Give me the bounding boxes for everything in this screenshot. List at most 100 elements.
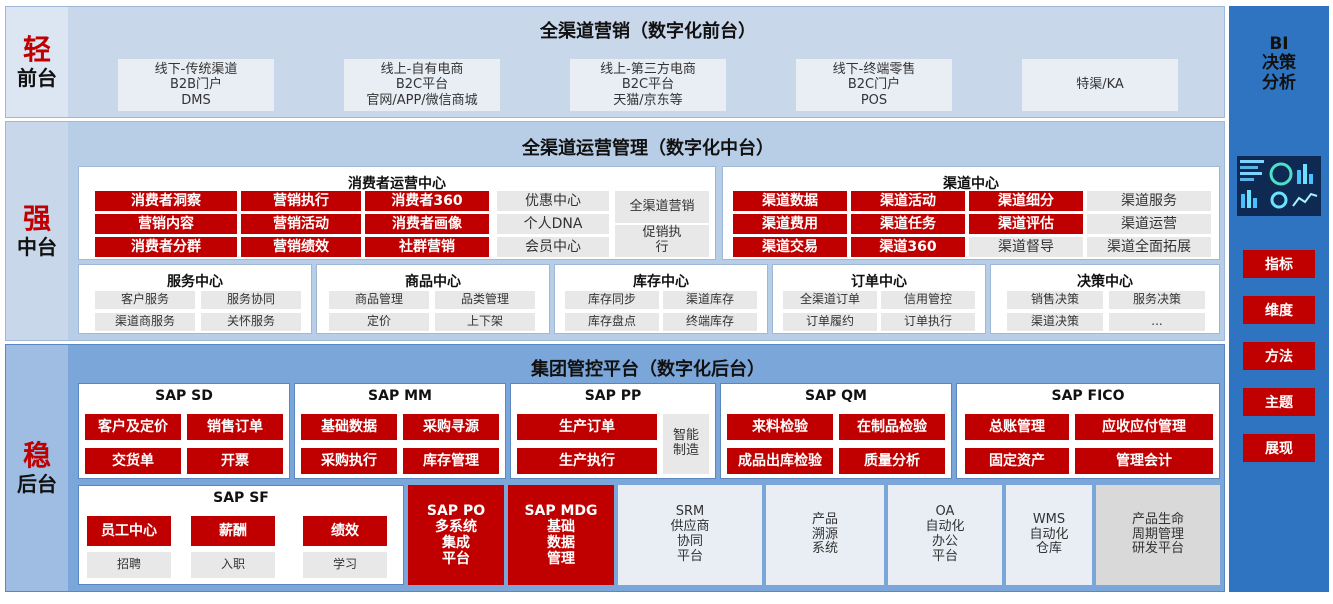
decision-center: 决策中心 销售决策 服务决策 渠道决策 ... xyxy=(990,264,1220,334)
sap-pp-smart-manufacturing: 智能制造 xyxy=(663,414,709,474)
sap-sd-item: 交货单 xyxy=(85,448,181,474)
sap-fico-title: SAP FICO xyxy=(1051,388,1125,404)
channel-center-title: 渠道中心 xyxy=(943,176,999,192)
sap-qm-item: 在制品检验 xyxy=(839,414,945,440)
front-title: 全渠道营销（数字化前台） xyxy=(540,21,756,42)
inventory-item: 终端库存 xyxy=(663,313,757,331)
sap-sf-gray-item: 入职 xyxy=(191,552,275,578)
consumer-red-item: 消费者360 xyxy=(365,191,489,211)
channel-center: 渠道中心 渠道数据 渠道活动 渠道细分 渠道费用 渠道任务 渠道评估 渠道交易 … xyxy=(722,166,1220,260)
srm-line: 供应商 xyxy=(670,519,710,535)
order-item: 全渠道订单 xyxy=(783,291,877,309)
bi-button-dimension[interactable]: 维度 xyxy=(1243,296,1315,324)
front-box-offline-retail: 线下-终端零售 B2C门户 POS xyxy=(796,59,952,111)
consumer-red-item: 营销执行 xyxy=(241,191,361,211)
service-item: 服务协同 xyxy=(201,291,301,309)
dashboard-thumbnail xyxy=(1237,156,1321,216)
sap-pp-title: SAP PP xyxy=(584,388,642,404)
front-box-online-own: 线上-自有电商 B2C平台 官网/APP/微信商城 xyxy=(344,59,500,111)
service-center-title: 服务中心 xyxy=(167,274,223,290)
front-box-line: DMS xyxy=(181,92,211,108)
traceability-line: 溯源 xyxy=(811,526,838,542)
sap-pp-item: 生产订单 xyxy=(517,414,657,440)
sap-mm-item: 采购寻源 xyxy=(403,414,499,440)
traceability-line: 系统 xyxy=(811,541,838,557)
decision-item: 服务决策 xyxy=(1109,291,1205,309)
decision-item: 渠道决策 xyxy=(1007,313,1103,331)
bi-button-metrics[interactable]: 指标 xyxy=(1243,250,1315,278)
consumer-red-item: 消费者分群 xyxy=(95,237,237,257)
channel-red-item: 渠道任务 xyxy=(851,214,965,234)
middle-label-char: 强 xyxy=(22,202,51,236)
front-box-line: 线上-自有电商 xyxy=(380,61,464,77)
front-box-line: 天猫/京东等 xyxy=(613,92,683,108)
back-tier: 稳 后台 集团管控平台（数字化后台） SAP SD 客户及定价 销售订单 交货单… xyxy=(5,344,1225,592)
service-item: 关怀服务 xyxy=(201,313,301,331)
front-box-line: B2B门户 xyxy=(169,77,223,93)
middle-title: 全渠道运营管理（数字化中台） xyxy=(522,138,774,159)
consumer-gray-item: 个人DNA xyxy=(497,214,609,234)
consumer-center: 消费者运营中心 消费者洞察 营销执行 消费者360 营销内容 营销活动 消费者画… xyxy=(78,166,716,260)
sap-qm-title: SAP QM xyxy=(805,388,867,404)
channel-red-item: 渠道360 xyxy=(851,237,965,257)
channel-gray-item: 渠道全面拓展 xyxy=(1087,237,1211,257)
sap-mm-item: 采购执行 xyxy=(301,448,397,474)
middle-tier: 强 中台 全渠道运营管理（数字化中台） 消费者运营中心 消费者洞察 营销执行 消… xyxy=(5,121,1225,341)
bi-button-display[interactable]: 展现 xyxy=(1243,434,1315,462)
oa-line: OA xyxy=(935,504,955,520)
bi-title-line: 分析 xyxy=(1262,72,1296,93)
sap-pp-module: SAP PP 生产订单 生产执行 智能制造 xyxy=(510,383,716,479)
order-item: 订单履约 xyxy=(783,313,877,331)
channel-gray-item: 渠道督导 xyxy=(969,237,1083,257)
sap-po-line: 集成 xyxy=(442,535,470,551)
traceability-line: 产品 xyxy=(811,511,838,527)
back-content: 集团管控平台（数字化后台） SAP SD 客户及定价 销售订单 交货单 开票 S… xyxy=(72,345,1224,591)
sap-qm-module: SAP QM 来料检验 在制品检验 成品出库检验 质量分析 xyxy=(720,383,952,479)
channel-red-item: 渠道数据 xyxy=(733,191,847,211)
sap-sf-red-item: 绩效 xyxy=(303,516,387,546)
bi-button-method[interactable]: 方法 xyxy=(1243,342,1315,370)
decision-center-title: 决策中心 xyxy=(1077,274,1133,290)
front-box-offline-traditional: 线下-传统渠道 B2B门户 DMS xyxy=(118,59,274,111)
product-item: 定价 xyxy=(329,313,429,331)
consumer-gray-item: 优惠中心 xyxy=(497,191,609,211)
decision-item: ... xyxy=(1109,313,1205,331)
front-box-line: 线上-第三方电商 xyxy=(600,61,696,77)
consumer-red-item: 消费者画像 xyxy=(365,214,489,234)
oa-system: OA 自动化 办公 平台 xyxy=(888,485,1002,585)
oa-line: 自动化 xyxy=(925,519,965,535)
front-content: 全渠道营销（数字化前台） 线下-传统渠道 B2B门户 DMS 线上-自有电商 B… xyxy=(72,7,1224,117)
traceability-system: 产品 溯源 系统 xyxy=(766,485,884,585)
order-center: 订单中心 全渠道订单 信用管控 订单履约 订单执行 xyxy=(772,264,986,334)
front-box-line: POS xyxy=(860,92,888,108)
sap-po-line: 多系统 xyxy=(435,518,477,535)
front-label-text: 前台 xyxy=(17,65,57,90)
front-box-line: 线下-终端零售 xyxy=(832,61,916,77)
middle-label-text: 中台 xyxy=(17,234,57,259)
bi-title-line: 决策 xyxy=(1262,53,1296,74)
product-center: 商品中心 商品管理 品类管理 定价 上下架 xyxy=(316,264,550,334)
front-box-online-thirdparty: 线上-第三方电商 B2C平台 天猫/京东等 xyxy=(570,59,726,111)
consumer-red-item: 营销内容 xyxy=(95,214,237,234)
sap-sf-red-item: 员工中心 xyxy=(87,516,171,546)
channel-red-item: 渠道细分 xyxy=(969,191,1083,211)
inventory-item: 库存盘点 xyxy=(565,313,659,331)
product-item: 上下架 xyxy=(435,313,535,331)
front-box-line: 线下-传统渠道 xyxy=(154,61,238,77)
oa-line: 平台 xyxy=(931,548,958,564)
consumer-red-item: 消费者洞察 xyxy=(95,191,237,211)
sap-sd-item: 开票 xyxy=(187,448,283,474)
inventory-center-title: 库存中心 xyxy=(633,274,689,290)
sap-mm-item: 基础数据 xyxy=(301,414,397,440)
service-item: 客户服务 xyxy=(95,291,195,309)
bi-title: BI 决策 分析 xyxy=(1229,24,1329,104)
product-item: 品类管理 xyxy=(435,291,535,309)
sap-po-line: SAP PO xyxy=(426,502,486,519)
sap-mm-module: SAP MM 基础数据 采购寻源 采购执行 库存管理 xyxy=(294,383,506,479)
bi-button-topic[interactable]: 主题 xyxy=(1243,388,1315,416)
front-box-line: 特渠/KA xyxy=(1076,77,1124,93)
channel-gray-item: 渠道服务 xyxy=(1087,191,1211,211)
consumer-red-item: 营销活动 xyxy=(241,214,361,234)
srm-line: SRM xyxy=(675,504,705,520)
sap-sf-title: SAP SF xyxy=(213,490,269,506)
